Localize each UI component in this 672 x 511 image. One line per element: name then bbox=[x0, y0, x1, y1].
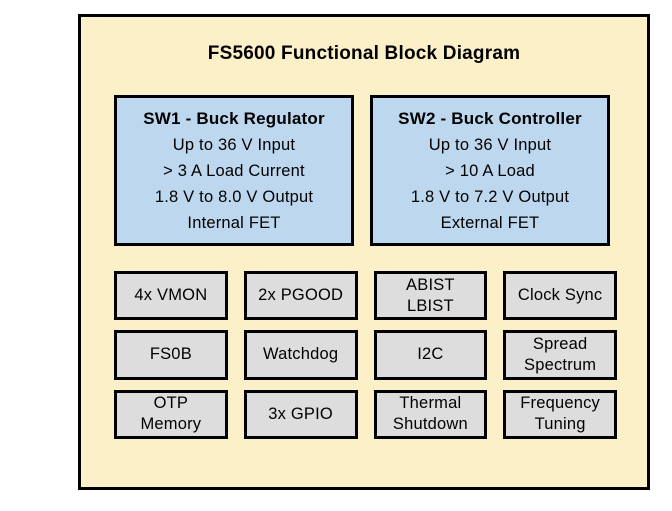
sw1-detail-line: Up to 36 V Input bbox=[172, 135, 296, 154]
sw2-detail-line: External FET bbox=[440, 213, 540, 232]
sw2-detail-line: Up to 36 V Input bbox=[428, 135, 552, 154]
feature-block-3x-gpio: 3x GPIO bbox=[243, 389, 358, 439]
sw2-detail-line: > 10 A Load bbox=[445, 161, 535, 180]
feature-block-fs0b: FS0B bbox=[114, 330, 228, 380]
sw1-buck-regulator-block: SW1 - Buck Regulator Up to 36 V Input > … bbox=[114, 95, 354, 246]
sw1-block-title: SW1 - Buck Regulator bbox=[143, 108, 325, 128]
feature-block-i2c: I2C bbox=[373, 330, 488, 380]
feature-block-thermal-shutdown: Thermal Shutdown bbox=[373, 389, 488, 439]
sw2-detail-line: 1.8 V to 7.2 V Output bbox=[410, 187, 570, 206]
feature-block-spread-spectrum: Spread Spectrum bbox=[503, 330, 617, 380]
diagram-title: FS5600 Functional Block Diagram bbox=[207, 43, 521, 64]
feature-block-clock-sync: Clock Sync bbox=[503, 271, 617, 321]
diagram-canvas: FS5600 Functional Block Diagram SW1 - Bu… bbox=[78, 14, 650, 490]
feature-block-abist-lbist: ABIST LBIST bbox=[373, 271, 488, 321]
feature-block-otp-memory: OTP Memory bbox=[114, 389, 228, 439]
feature-grid: 4x VMON 2x PGOOD ABIST LBIST Clock Sync … bbox=[114, 271, 617, 439]
sw1-detail-line: Internal FET bbox=[187, 213, 281, 232]
sw2-block-title: SW2 - Buck Controller bbox=[398, 108, 582, 128]
sw1-detail-line: > 3 A Load Current bbox=[163, 161, 305, 180]
sw1-detail-line: 1.8 V to 8.0 V Output bbox=[154, 187, 314, 206]
feature-block-2x-pgood: 2x PGOOD bbox=[243, 271, 358, 321]
feature-block-frequency-tuning: Frequency Tuning bbox=[503, 389, 617, 439]
feature-block-4x-vmon: 4x VMON bbox=[114, 271, 228, 321]
sw2-buck-controller-block: SW2 - Buck Controller Up to 36 V Input >… bbox=[370, 95, 610, 246]
feature-block-watchdog: Watchdog bbox=[243, 330, 358, 380]
